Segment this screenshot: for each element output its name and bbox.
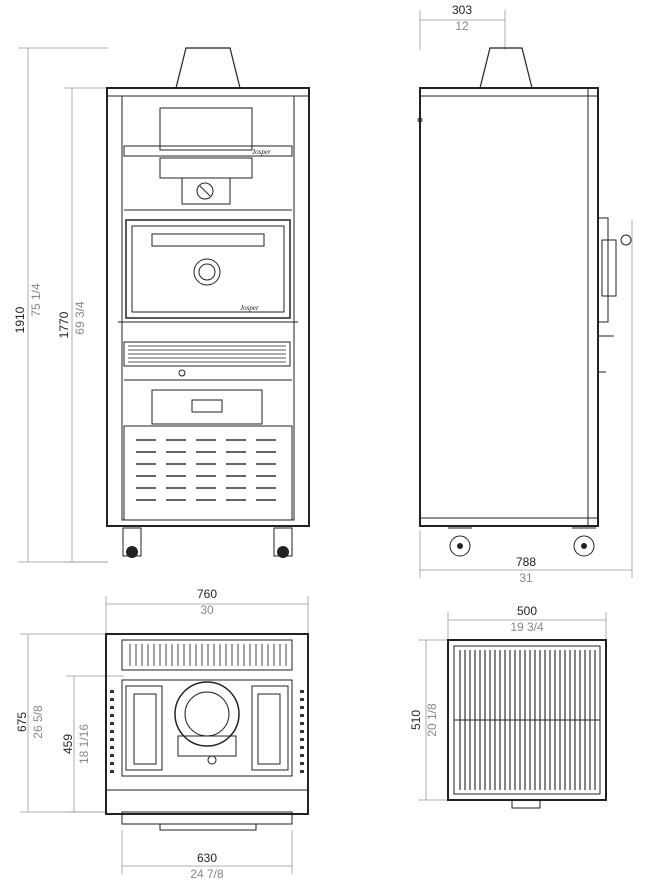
top-width-in: 30 <box>200 603 214 617</box>
height-total-dimension: 1910 75 1/4 <box>13 283 43 333</box>
height-body-in: 69 3/4 <box>73 301 87 335</box>
side-cabinet <box>419 87 599 527</box>
grill-view: 500 19 3/4 510 20 1/8 <box>409 604 607 809</box>
flue-collar-icon <box>174 681 240 747</box>
grill-depth-in: 20 1/8 <box>425 703 439 737</box>
inner-depth-dimension: 459 18 1/16 <box>61 724 91 764</box>
flue-width-in: 12 <box>455 19 469 33</box>
flue-width-dimension: 303 12 <box>452 3 472 33</box>
grill-depth-mm: 510 <box>409 710 423 730</box>
door-handle-icon <box>193 258 221 286</box>
top-depth-dimension: 675 26 5/8 <box>15 705 45 739</box>
height-body-mm: 1770 <box>57 311 71 338</box>
inner-depth-in: 18 1/16 <box>77 724 91 764</box>
oven-cabinet <box>106 87 310 527</box>
body-width-dimension: 630 24 7/8 <box>190 851 224 881</box>
inner-depth-mm: 459 <box>61 734 75 754</box>
depth-dimension: 788 31 <box>516 555 536 585</box>
brand-label-door: Josper <box>240 304 259 312</box>
side-view: 303 12 788 31 <box>417 3 633 585</box>
body-width-in: 24 7/8 <box>190 867 224 881</box>
depth-in: 31 <box>519 571 533 585</box>
front-view: 1910 75 1/4 1770 69 3/4 Josper Josper <box>13 47 310 563</box>
grill-handle <box>511 799 541 809</box>
grill-depth-dimension: 510 20 1/8 <box>409 703 439 737</box>
side-flue <box>479 47 533 89</box>
height-total-in: 75 1/4 <box>29 283 43 317</box>
front-wheels <box>122 527 293 558</box>
grill-width-mm: 500 <box>517 604 537 618</box>
top-view: 760 30 675 26 5/8 459 18 1/16 <box>15 587 309 881</box>
depth-mm: 788 <box>516 555 536 569</box>
top-depth-mm: 675 <box>15 712 29 732</box>
flue-hood <box>175 47 241 89</box>
top-outline <box>105 633 309 815</box>
oven-door <box>125 219 291 319</box>
side-handle-icon <box>620 234 632 246</box>
control-display <box>191 399 223 413</box>
grill-width-dimension: 500 19 3/4 <box>510 604 544 634</box>
top-width-mm: 760 <box>197 587 217 601</box>
body-width-mm: 630 <box>197 851 217 865</box>
brand-label-top: Josper <box>252 148 271 156</box>
height-body-dimension: 1770 69 3/4 <box>57 301 87 338</box>
side-wheels <box>448 527 596 557</box>
flue-width-mm: 303 <box>452 3 472 17</box>
top-depth-in: 26 5/8 <box>31 705 45 739</box>
top-width-dimension: 760 30 <box>197 587 217 617</box>
grill-width-in: 19 3/4 <box>510 620 544 634</box>
damper-knob-icon <box>196 182 214 200</box>
height-total-mm: 1910 <box>13 306 27 333</box>
